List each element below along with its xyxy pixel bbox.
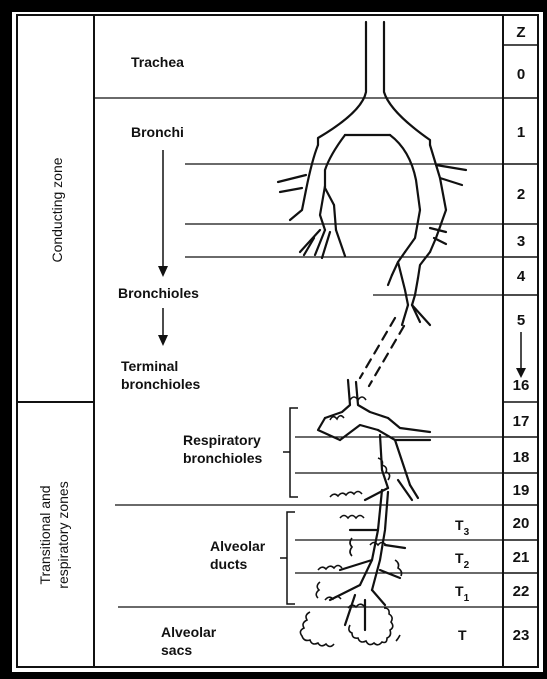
transitional-zone-label-line1: Transitional and <box>37 485 53 584</box>
respiratory-bronchioles-label-line1: Respiratory <box>183 432 261 448</box>
z-value-23: 23 <box>513 627 530 644</box>
z-value-0: 0 <box>517 66 525 83</box>
z-value-18: 18 <box>513 449 530 466</box>
z-value-4: 4 <box>517 268 526 285</box>
z-value-17: 17 <box>513 413 530 430</box>
z-value-1: 1 <box>517 124 525 141</box>
terminal-bronchioles-label-line1: Terminal <box>121 358 178 374</box>
transitional-zone-label-line2: respiratory zones <box>55 481 71 588</box>
z-value-21: 21 <box>513 549 530 566</box>
z-value-22: 22 <box>513 583 530 600</box>
z-value-2: 2 <box>517 186 525 203</box>
z-value-20: 20 <box>513 515 530 532</box>
respiratory-bronchioles-label-line2: bronchioles <box>183 450 263 466</box>
z-value-19: 19 <box>513 482 530 499</box>
bronchioles-label: Bronchioles <box>118 285 199 301</box>
t-label: T <box>458 627 467 643</box>
bronchi-label: Bronchi <box>131 124 184 140</box>
z-value-5: 5 <box>517 312 525 329</box>
conducting-zone-label: Conducting zone <box>49 157 65 262</box>
z-header: Z <box>516 24 525 41</box>
alveolar-sacs-label-line1: Alveolar <box>161 624 217 640</box>
alveolar-ducts-label-line1: Alveolar <box>210 538 266 554</box>
alveolar-sacs-label-line2: sacs <box>161 642 192 658</box>
z-value-16: 16 <box>513 377 530 394</box>
z-value-3: 3 <box>517 233 525 250</box>
alveolar-ducts-label-line2: ducts <box>210 556 248 572</box>
terminal-bronchioles-label-line2: bronchioles <box>121 376 201 392</box>
trachea-label: Trachea <box>131 54 184 70</box>
